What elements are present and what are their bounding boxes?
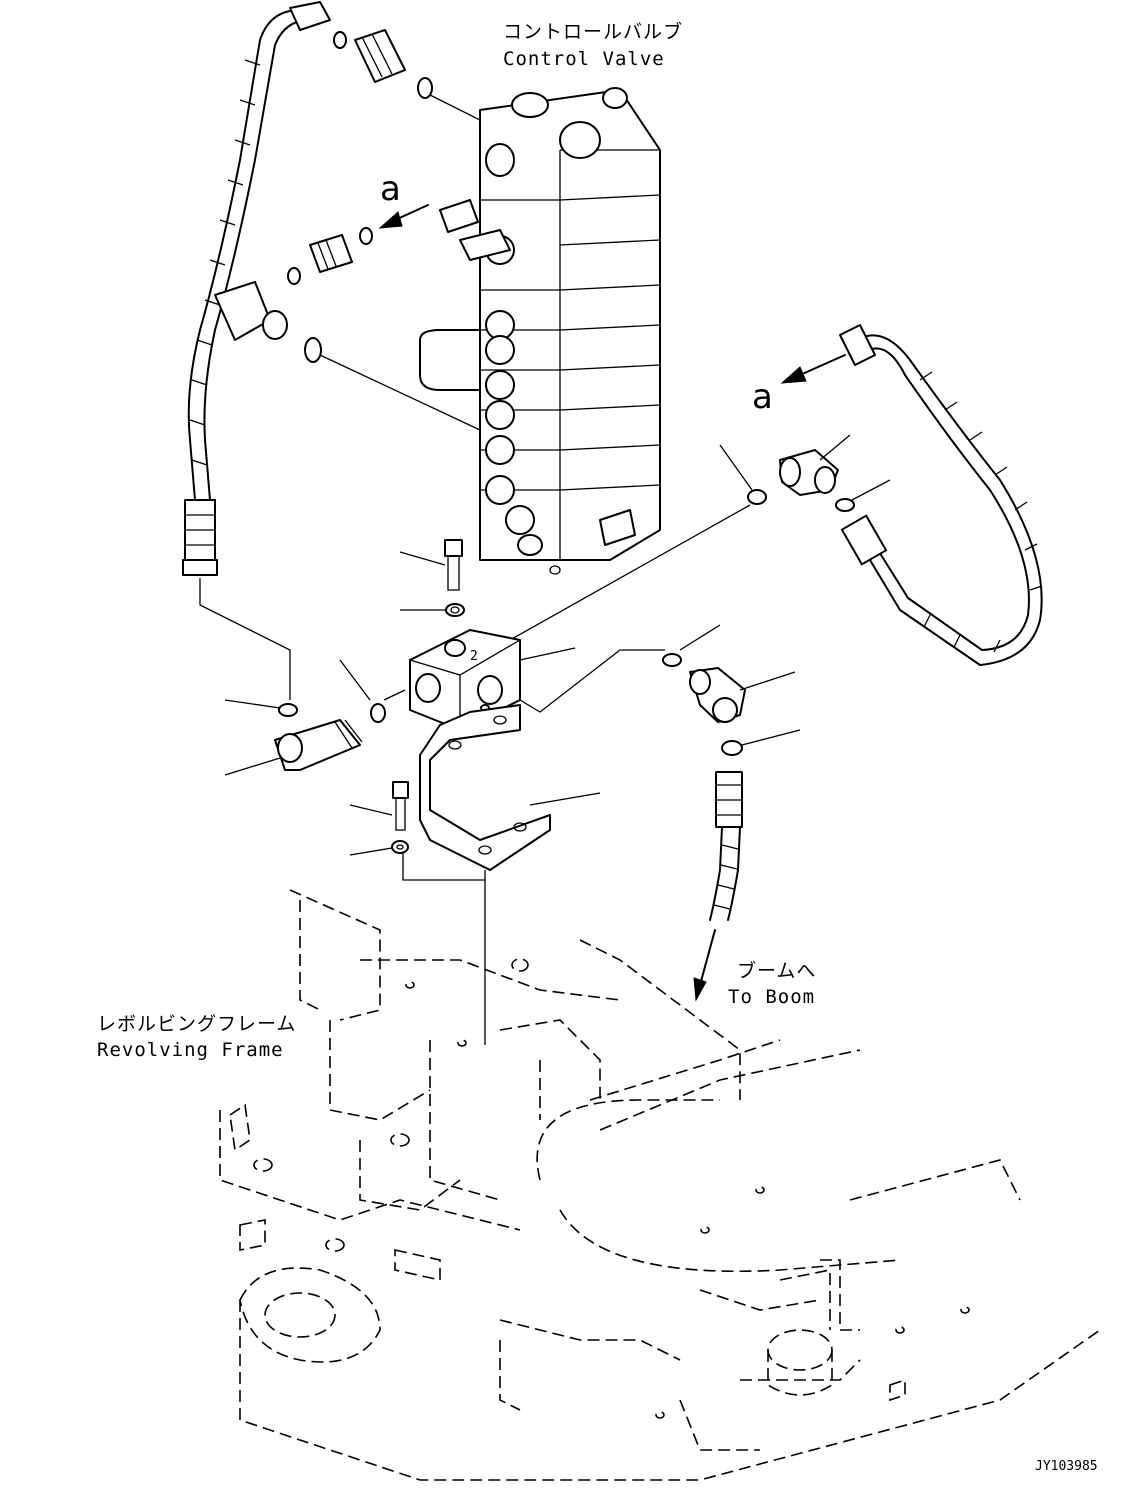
revolving-frame <box>219 889 1101 1481</box>
drawing-number: JY103985 <box>1035 1459 1098 1474</box>
hose-nut-top <box>289 1 331 31</box>
control-valve-label-jp: コントロールバルブ <box>503 20 683 43</box>
view-arrow-left: a <box>378 169 429 229</box>
view-marker-a-left: a <box>380 169 401 209</box>
right-hose: a <box>752 324 1043 666</box>
manifold-block: 2 <box>409 629 665 731</box>
mounting-bracket <box>419 704 601 1045</box>
control-valve <box>419 87 661 575</box>
revolving-frame-label-jp: レボルビングフレーム <box>97 1013 296 1035</box>
left-lower-elbow <box>199 578 406 776</box>
hose-to-boom <box>693 771 743 1002</box>
middle-left-fittings <box>214 227 481 431</box>
block-port-mark: 2 <box>470 649 478 664</box>
right-upper-elbow <box>509 434 891 641</box>
to-boom-label-en: To Boom <box>728 986 815 1008</box>
bolt-lower <box>349 781 485 881</box>
elbow-fitting-left <box>214 281 271 341</box>
right-middle-elbow <box>662 624 801 756</box>
upper-fittings <box>333 29 501 131</box>
to-boom-label-jp: ブームへ <box>737 959 816 982</box>
view-marker-a-right: a <box>752 377 773 417</box>
control-valve-label-en: Control Valve <box>503 48 665 70</box>
valve-port-plug <box>439 199 479 233</box>
straight-adapter-upper <box>354 29 406 83</box>
right-hose-end-fitting <box>840 514 888 566</box>
right-hose-nut <box>839 324 876 366</box>
bolt-upper <box>339 539 465 701</box>
callout-labels: コントロールバルブ Control Valve ブームへ To Boom レボル… <box>97 20 1098 1474</box>
left-hose <box>182 1 331 576</box>
revolving-frame-label-en: Revolving Frame <box>97 1039 284 1061</box>
